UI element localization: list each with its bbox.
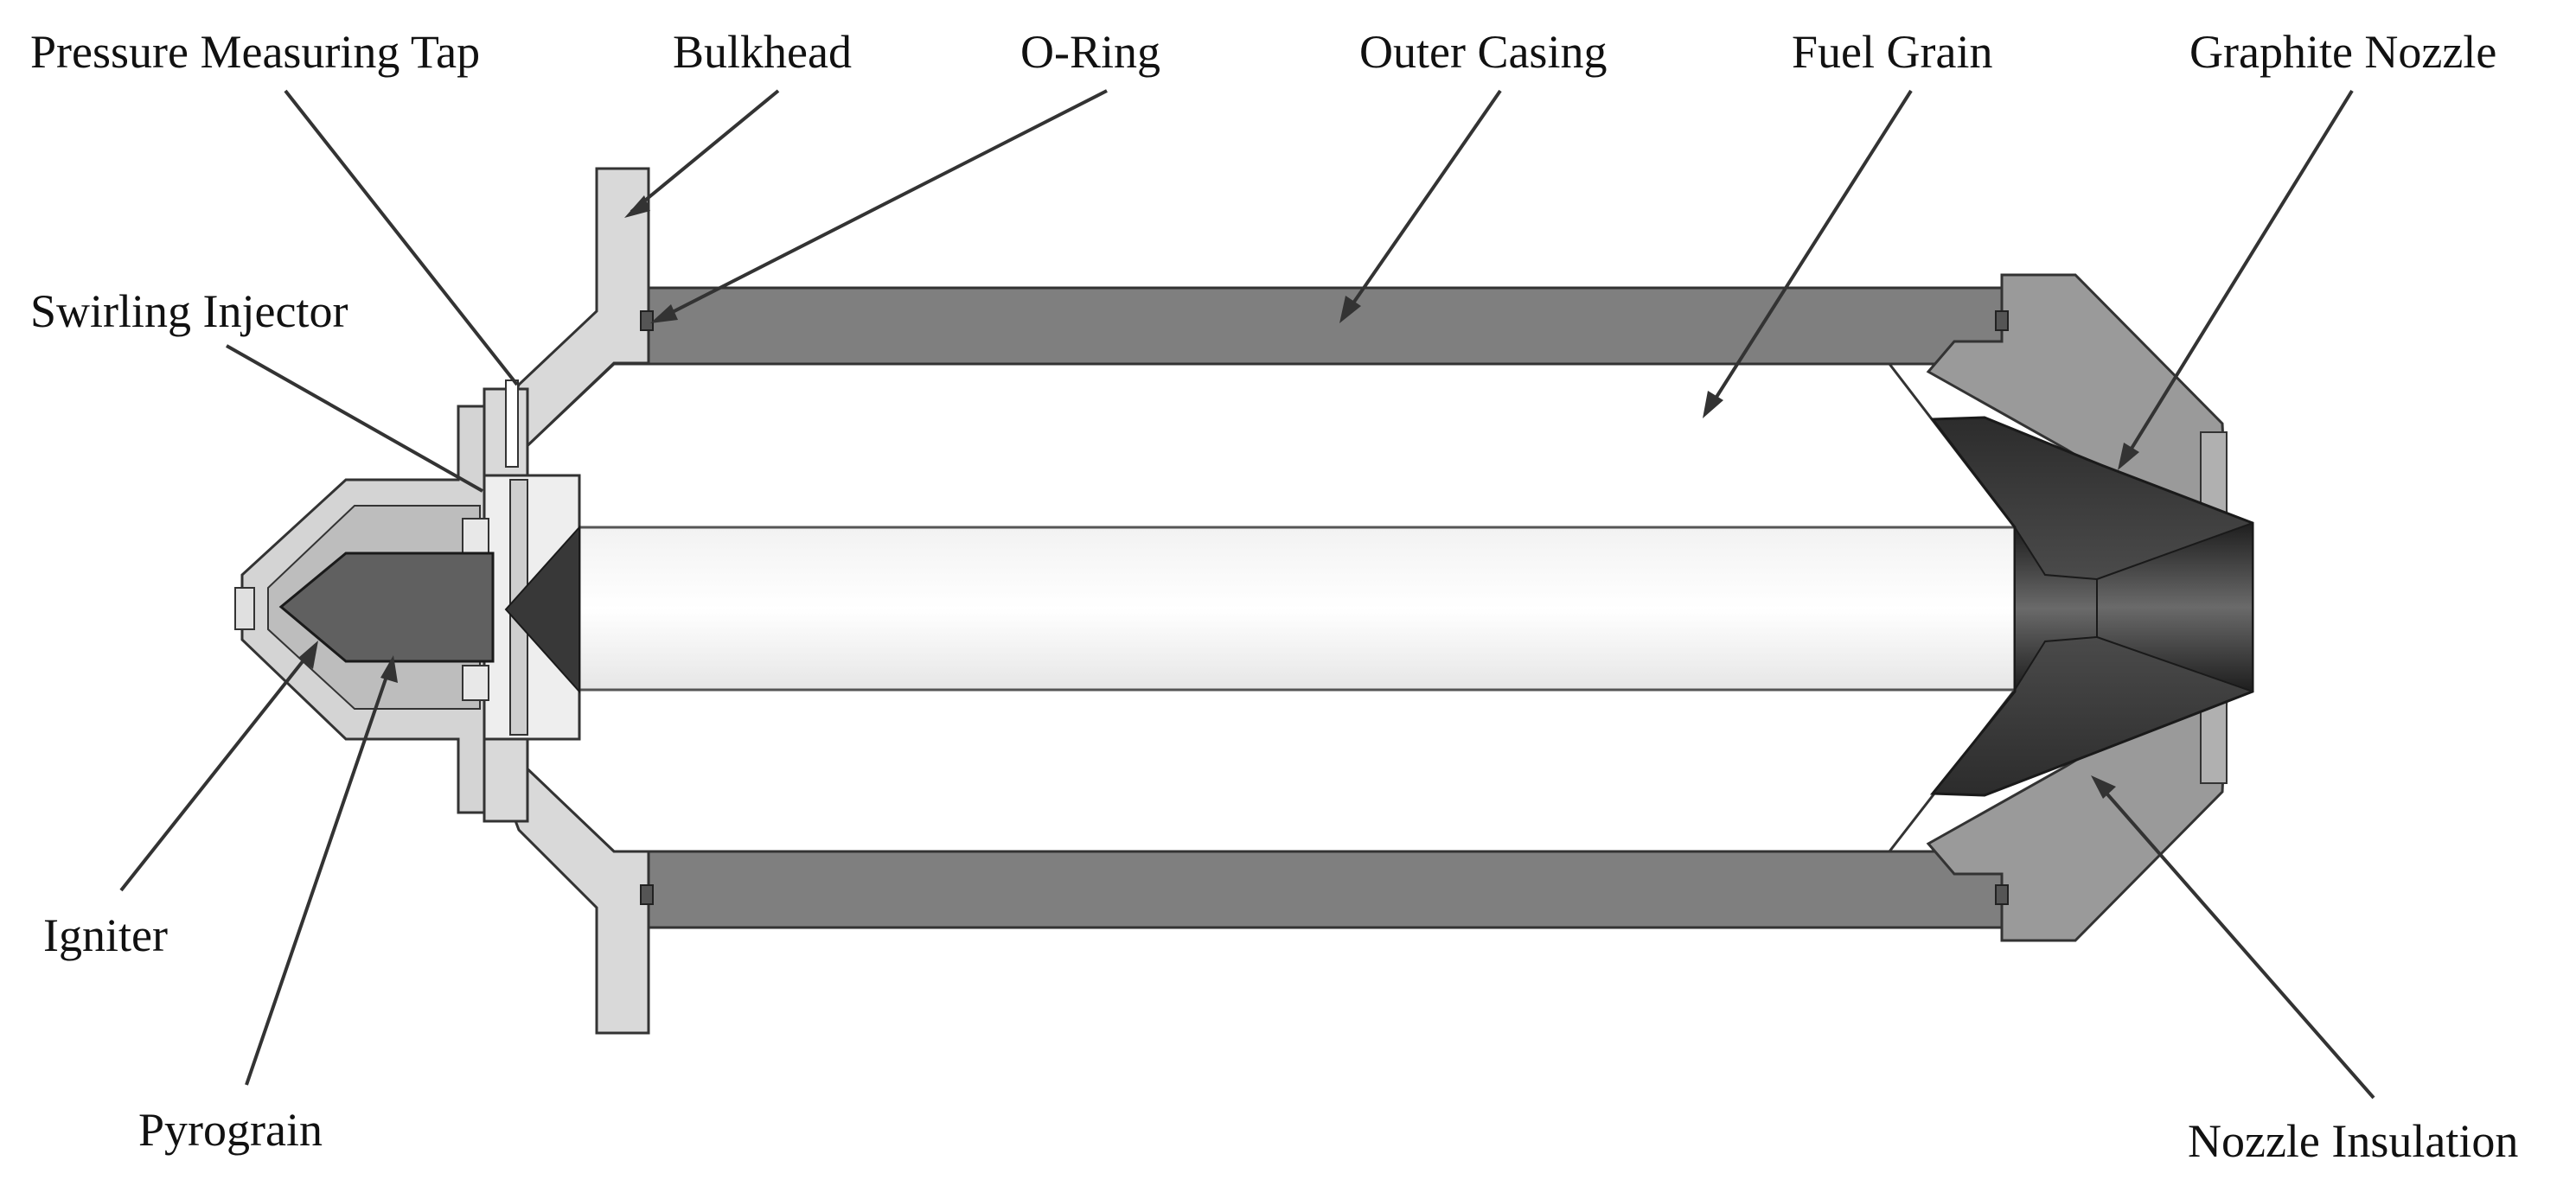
arrowhead-o-ring <box>650 304 678 323</box>
leader-fuel-grain <box>1706 89 1913 412</box>
label-o-ring: O-Ring <box>1020 26 1160 78</box>
leader-lines <box>119 89 2375 1100</box>
graphite-nozzle-diverging-section <box>2096 521 2253 693</box>
leader-pressure-tap <box>284 89 519 386</box>
o-ring-lower-aft <box>1995 884 2009 905</box>
label-swirling-injector: Swirling Injector <box>30 285 348 337</box>
outer-casing-upper-wall <box>642 286 2004 366</box>
arrowhead-fuel-grain <box>1703 391 1723 418</box>
fuel-grain <box>517 362 2017 853</box>
label-outer-casing: Outer Casing <box>1359 26 1607 78</box>
leader-bulkhead <box>630 89 780 214</box>
arrowhead-nozzle-insulation <box>2091 775 2116 799</box>
leader-graphite-nozzle <box>2121 89 2354 464</box>
label-nozzle-insulation: Nozzle Insulation <box>2188 1115 2518 1167</box>
outer-casing <box>642 286 2004 929</box>
label-fuel-grain: Fuel Grain <box>1792 26 1992 78</box>
o-ring <box>640 310 2009 905</box>
pyrograin <box>278 552 495 663</box>
label-igniter: Igniter <box>43 909 168 961</box>
pressure-tap-channel <box>505 379 519 468</box>
arrowhead-graphite-nozzle <box>2118 443 2139 470</box>
o-ring-upper-aft <box>1995 310 2009 331</box>
leader-swirling-injector <box>226 344 483 493</box>
label-graphite-nozzle: Graphite Nozzle <box>2189 26 2496 78</box>
o-ring-lower-fwd <box>640 884 654 905</box>
leader-o-ring <box>656 89 1108 322</box>
arrowhead-bulkhead <box>624 195 650 218</box>
swirling-injector <box>478 474 581 741</box>
leader-nozzle-insulation <box>2095 781 2375 1100</box>
label-pyrograin: Pyrograin <box>138 1104 323 1156</box>
arrowhead-pyrograin <box>380 655 398 683</box>
label-bulkhead: Bulkhead <box>673 26 852 78</box>
leader-igniter <box>119 647 315 892</box>
igniter-tip <box>234 587 255 630</box>
igniter-step-lower <box>462 665 489 701</box>
igniter-step-upper <box>462 518 489 554</box>
pyrograin-body <box>278 552 495 663</box>
fuel-grain-bore <box>573 526 2017 692</box>
outer-casing-lower-wall <box>642 850 2004 929</box>
graphite-nozzle <box>1929 416 2254 797</box>
injector-cone <box>504 525 580 694</box>
label-pressure-measuring-tap: Pressure Measuring Tap <box>30 26 480 78</box>
arrowhead-outer-casing <box>1339 296 1361 323</box>
nozzle-insulation <box>1926 273 2228 942</box>
arrowhead-igniter <box>298 641 318 669</box>
leader-pyrograin <box>245 663 393 1086</box>
labels: Pressure Measuring Tap Bulkhead O-Ring O… <box>30 26 2518 1167</box>
leader-outer-casing <box>1343 89 1502 317</box>
o-ring-upper-fwd <box>640 310 654 331</box>
